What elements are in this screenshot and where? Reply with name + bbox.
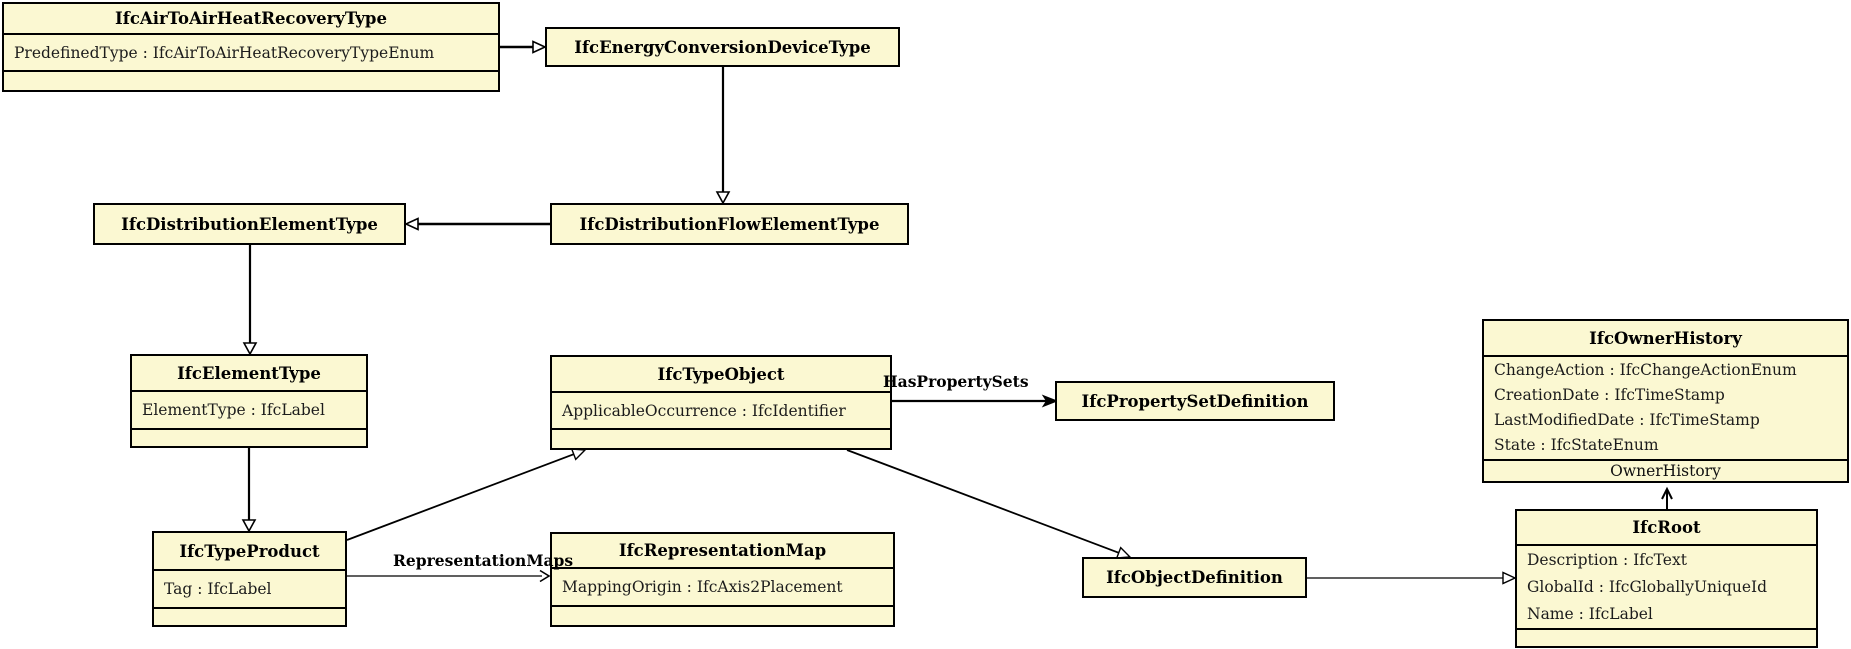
attribute: MappingOrigin : IfcAxis2Placement xyxy=(562,578,843,596)
class-box-ifcrepresentationmap[interactable]: IfcRepresentationMap MappingOrigin : Ifc… xyxy=(550,532,895,627)
attribute: ElementType : IfcLabel xyxy=(142,401,325,419)
empty-compartment xyxy=(154,609,345,625)
class-title: IfcRepresentationMap xyxy=(552,534,893,569)
generalization-airtoair-to-energyconversion xyxy=(500,40,547,54)
association-representationmaps xyxy=(347,569,551,583)
empty-compartment xyxy=(132,430,366,446)
attribute: Tag : IfcLabel xyxy=(164,580,272,598)
class-box-ifcenergyconversiondevicetype[interactable]: IfcEnergyConversionDeviceType xyxy=(545,27,900,67)
class-box-ifcroot[interactable]: IfcRoot Description : IfcText GlobalId :… xyxy=(1515,509,1818,648)
class-box-ifcdistributionelementtype[interactable]: IfcDistributionElementType xyxy=(93,203,406,245)
class-title: IfcTypeObject xyxy=(552,357,890,393)
attribute: CreationDate : IfcTimeStamp xyxy=(1494,386,1725,404)
empty-compartment xyxy=(552,430,890,448)
class-attributes: ElementType : IfcLabel xyxy=(132,392,366,430)
generalization-elementtype-to-typeproduct xyxy=(241,448,257,533)
generalization-energyconversion-to-distributionflow xyxy=(715,65,731,205)
class-attributes: MappingOrigin : IfcAxis2Placement xyxy=(552,569,893,607)
class-title: IfcDistributionFlowElementType xyxy=(579,214,880,234)
class-title: IfcObjectDefinition xyxy=(1106,568,1283,587)
class-title: IfcDistributionElementType xyxy=(121,214,378,234)
class-title: IfcEnergyConversionDeviceType xyxy=(574,37,871,57)
class-box-ifctypeobject[interactable]: IfcTypeObject ApplicableOccurrence : Ifc… xyxy=(550,355,892,450)
attribute: PredefinedType : IfcAirToAirHeatRecovery… xyxy=(14,43,435,62)
empty-compartment xyxy=(1517,630,1816,646)
attribute: ApplicableOccurrence : IfcIdentifier xyxy=(562,401,846,420)
class-box-ifcpropertysetdefinition[interactable]: IfcPropertySetDefinition xyxy=(1055,381,1335,421)
class-attributes: Description : IfcText GlobalId : IfcGlob… xyxy=(1517,546,1816,630)
haspropertysets-edge-label: HasPropertySets xyxy=(883,372,1029,391)
class-attributes: PredefinedType : IfcAirToAirHeatRecovery… xyxy=(4,35,498,72)
class-attributes: ApplicableOccurrence : IfcIdentifier xyxy=(552,393,890,430)
generalization-typeproduct-to-typeobject xyxy=(346,448,587,541)
representationmaps-edge-label: RepresentationMaps xyxy=(393,551,574,570)
attribute: ChangeAction : IfcChangeActionEnum xyxy=(1494,361,1797,379)
class-attributes: Tag : IfcLabel xyxy=(154,571,345,609)
generalization-objectdefinition-to-root xyxy=(1307,571,1517,585)
class-title: IfcTypeProduct xyxy=(154,533,345,571)
attribute: Name : IfcLabel xyxy=(1527,604,1653,623)
class-title: IfcRoot xyxy=(1517,511,1816,546)
attribute: LastModifiedDate : IfcTimeStamp xyxy=(1494,411,1760,429)
class-attributes: ChangeAction : IfcChangeActionEnum Creat… xyxy=(1484,357,1847,461)
class-title: IfcOwnerHistory xyxy=(1484,321,1847,357)
class-box-ifcairtoairheatrecoverytype[interactable]: IfcAirToAirHeatRecoveryType PredefinedTy… xyxy=(2,2,500,92)
generalization-distributionelement-to-elementtype xyxy=(242,245,258,356)
attribute: GlobalId : IfcGloballyUniqueId xyxy=(1527,577,1768,596)
empty-compartment xyxy=(4,72,498,90)
class-box-ifcdistributionflowelementtype[interactable]: IfcDistributionFlowElementType xyxy=(550,203,909,245)
class-title: IfcAirToAirHeatRecoveryType xyxy=(4,4,498,35)
class-box-ifctypeproduct[interactable]: IfcTypeProduct Tag : IfcLabel xyxy=(152,531,347,627)
attribute: Description : IfcText xyxy=(1527,550,1687,569)
class-title: IfcElementType xyxy=(132,356,366,392)
association-haspropertysets xyxy=(892,394,1059,408)
class-box-ifcelementtype[interactable]: IfcElementType ElementType : IfcLabel xyxy=(130,354,368,448)
empty-compartment xyxy=(552,607,893,625)
class-title: IfcPropertySetDefinition xyxy=(1081,391,1309,411)
generalization-distributionflow-to-distributionelement xyxy=(404,217,550,231)
class-box-ifcobjectdefinition[interactable]: IfcObjectDefinition xyxy=(1082,557,1307,598)
attribute: State : IfcStateEnum xyxy=(1494,436,1659,454)
ownerhistory-association-label: OwnerHistory xyxy=(1610,462,1721,480)
class-box-ifcownerhistory[interactable]: IfcOwnerHistory ChangeAction : IfcChange… xyxy=(1482,319,1849,483)
association-ownerhistory xyxy=(1661,486,1673,509)
